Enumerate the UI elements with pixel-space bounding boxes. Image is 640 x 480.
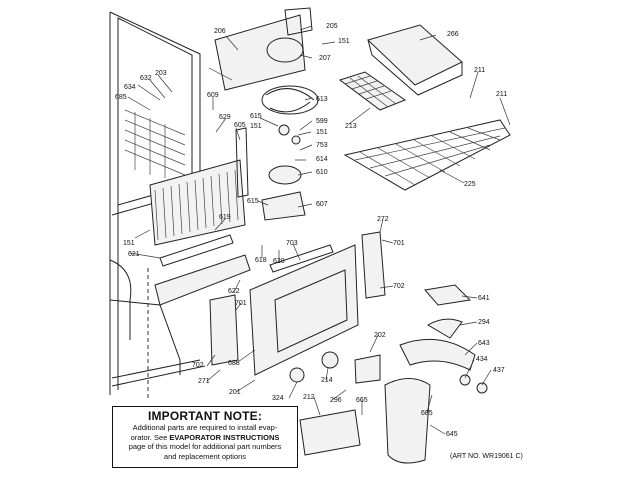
callout-685: 685 — [228, 360, 240, 367]
callout-607: 607 — [316, 201, 328, 208]
evaporator-instructions-ref: EVAPORATOR INSTRUCTIONS — [169, 432, 280, 442]
callout-701: 701 — [235, 300, 247, 307]
callout-619: 619 — [219, 214, 231, 221]
important-note-box: IMPORTANT NOTE: Additional parts are req… — [112, 406, 298, 468]
callout-151: 151 — [123, 240, 135, 247]
callout-609: 609 — [207, 92, 219, 99]
callout-211: 211 — [496, 91, 507, 98]
note-line-2: orator. See EVAPORATOR INSTRUCTIONS — [117, 433, 293, 443]
note-line-1: Additional parts are required to install… — [132, 423, 278, 432]
callout-622: 622 — [228, 288, 240, 295]
callout-212: 212 — [303, 394, 315, 401]
callout-632: 632 — [140, 75, 152, 82]
note-line-2-text: orator. See — [130, 432, 170, 442]
note-line-4: and replacement options — [163, 451, 247, 461]
callout-437: 437 — [493, 367, 505, 374]
callout-665: 665 — [356, 397, 368, 404]
callout-151: 151 — [316, 129, 328, 136]
callout-641: 641 — [478, 295, 490, 302]
callout-272: 272 — [377, 216, 389, 223]
callout-702: 702 — [192, 362, 204, 369]
callout-202: 202 — [374, 332, 386, 339]
ice-bin — [367, 24, 463, 96]
callout-151: 151 — [338, 38, 350, 45]
callout-645: 645 — [446, 431, 458, 438]
callout-618: 618 — [255, 257, 267, 264]
callout-324: 324 — [272, 395, 284, 402]
callout-685: 685 — [115, 94, 127, 101]
callout-621: 621 — [128, 251, 140, 258]
callout-629: 629 — [219, 114, 231, 121]
callout-211: 211 — [474, 67, 485, 74]
callout-201: 201 — [229, 389, 241, 396]
callout-206: 206 — [214, 28, 226, 35]
callout-643: 643 — [478, 340, 490, 347]
callout-703: 703 — [286, 240, 298, 247]
callout-701: 701 — [393, 240, 405, 247]
note-title: IMPORTANT NOTE: — [147, 409, 263, 423]
drain-trough — [154, 234, 251, 306]
leader-lines — [127, 25, 511, 435]
callout-605: 605 — [234, 122, 246, 129]
fan-bracket — [214, 7, 313, 91]
callout-151: 151 — [250, 123, 262, 130]
callout-296: 296 — [330, 397, 342, 404]
callout-266: 266 — [447, 31, 459, 38]
callout-702: 702 — [393, 283, 405, 290]
callout-271: 271 — [198, 378, 210, 385]
callout-213: 213 — [345, 123, 357, 130]
callout-205: 205 — [326, 23, 338, 30]
callout-599: 599 — [316, 118, 328, 125]
callout-203: 203 — [155, 70, 167, 77]
callout-614: 614 — [316, 156, 328, 163]
callout-613: 613 — [316, 96, 328, 103]
rear-cover — [209, 231, 386, 376]
callout-615: 615 — [250, 113, 262, 120]
callout-294: 294 — [478, 319, 490, 326]
callout-labels: 206 205 151 266 207 211 211 634 632 203 … — [115, 23, 507, 438]
callout-615: 615 — [247, 198, 259, 205]
callout-620: 620 — [273, 258, 285, 265]
ice-tray — [338, 71, 407, 111]
evaporator-coil — [149, 127, 249, 246]
callout-634: 634 — [124, 84, 136, 91]
callout-434: 434 — [476, 356, 488, 363]
fan-blade — [261, 85, 319, 221]
art-number: (ART NO. WR19061 C) — [450, 453, 523, 460]
callout-753: 753 — [316, 142, 328, 149]
callout-214: 214 — [321, 377, 333, 384]
callout-225: 225 — [464, 181, 476, 188]
dispenser-parts — [289, 284, 488, 464]
note-line-3: page of this model for additional part n… — [128, 442, 282, 451]
callout-610: 610 — [316, 169, 328, 176]
callout-207: 207 — [319, 55, 331, 62]
callout-685: 685 — [421, 410, 433, 417]
wire-shelf — [343, 119, 511, 191]
